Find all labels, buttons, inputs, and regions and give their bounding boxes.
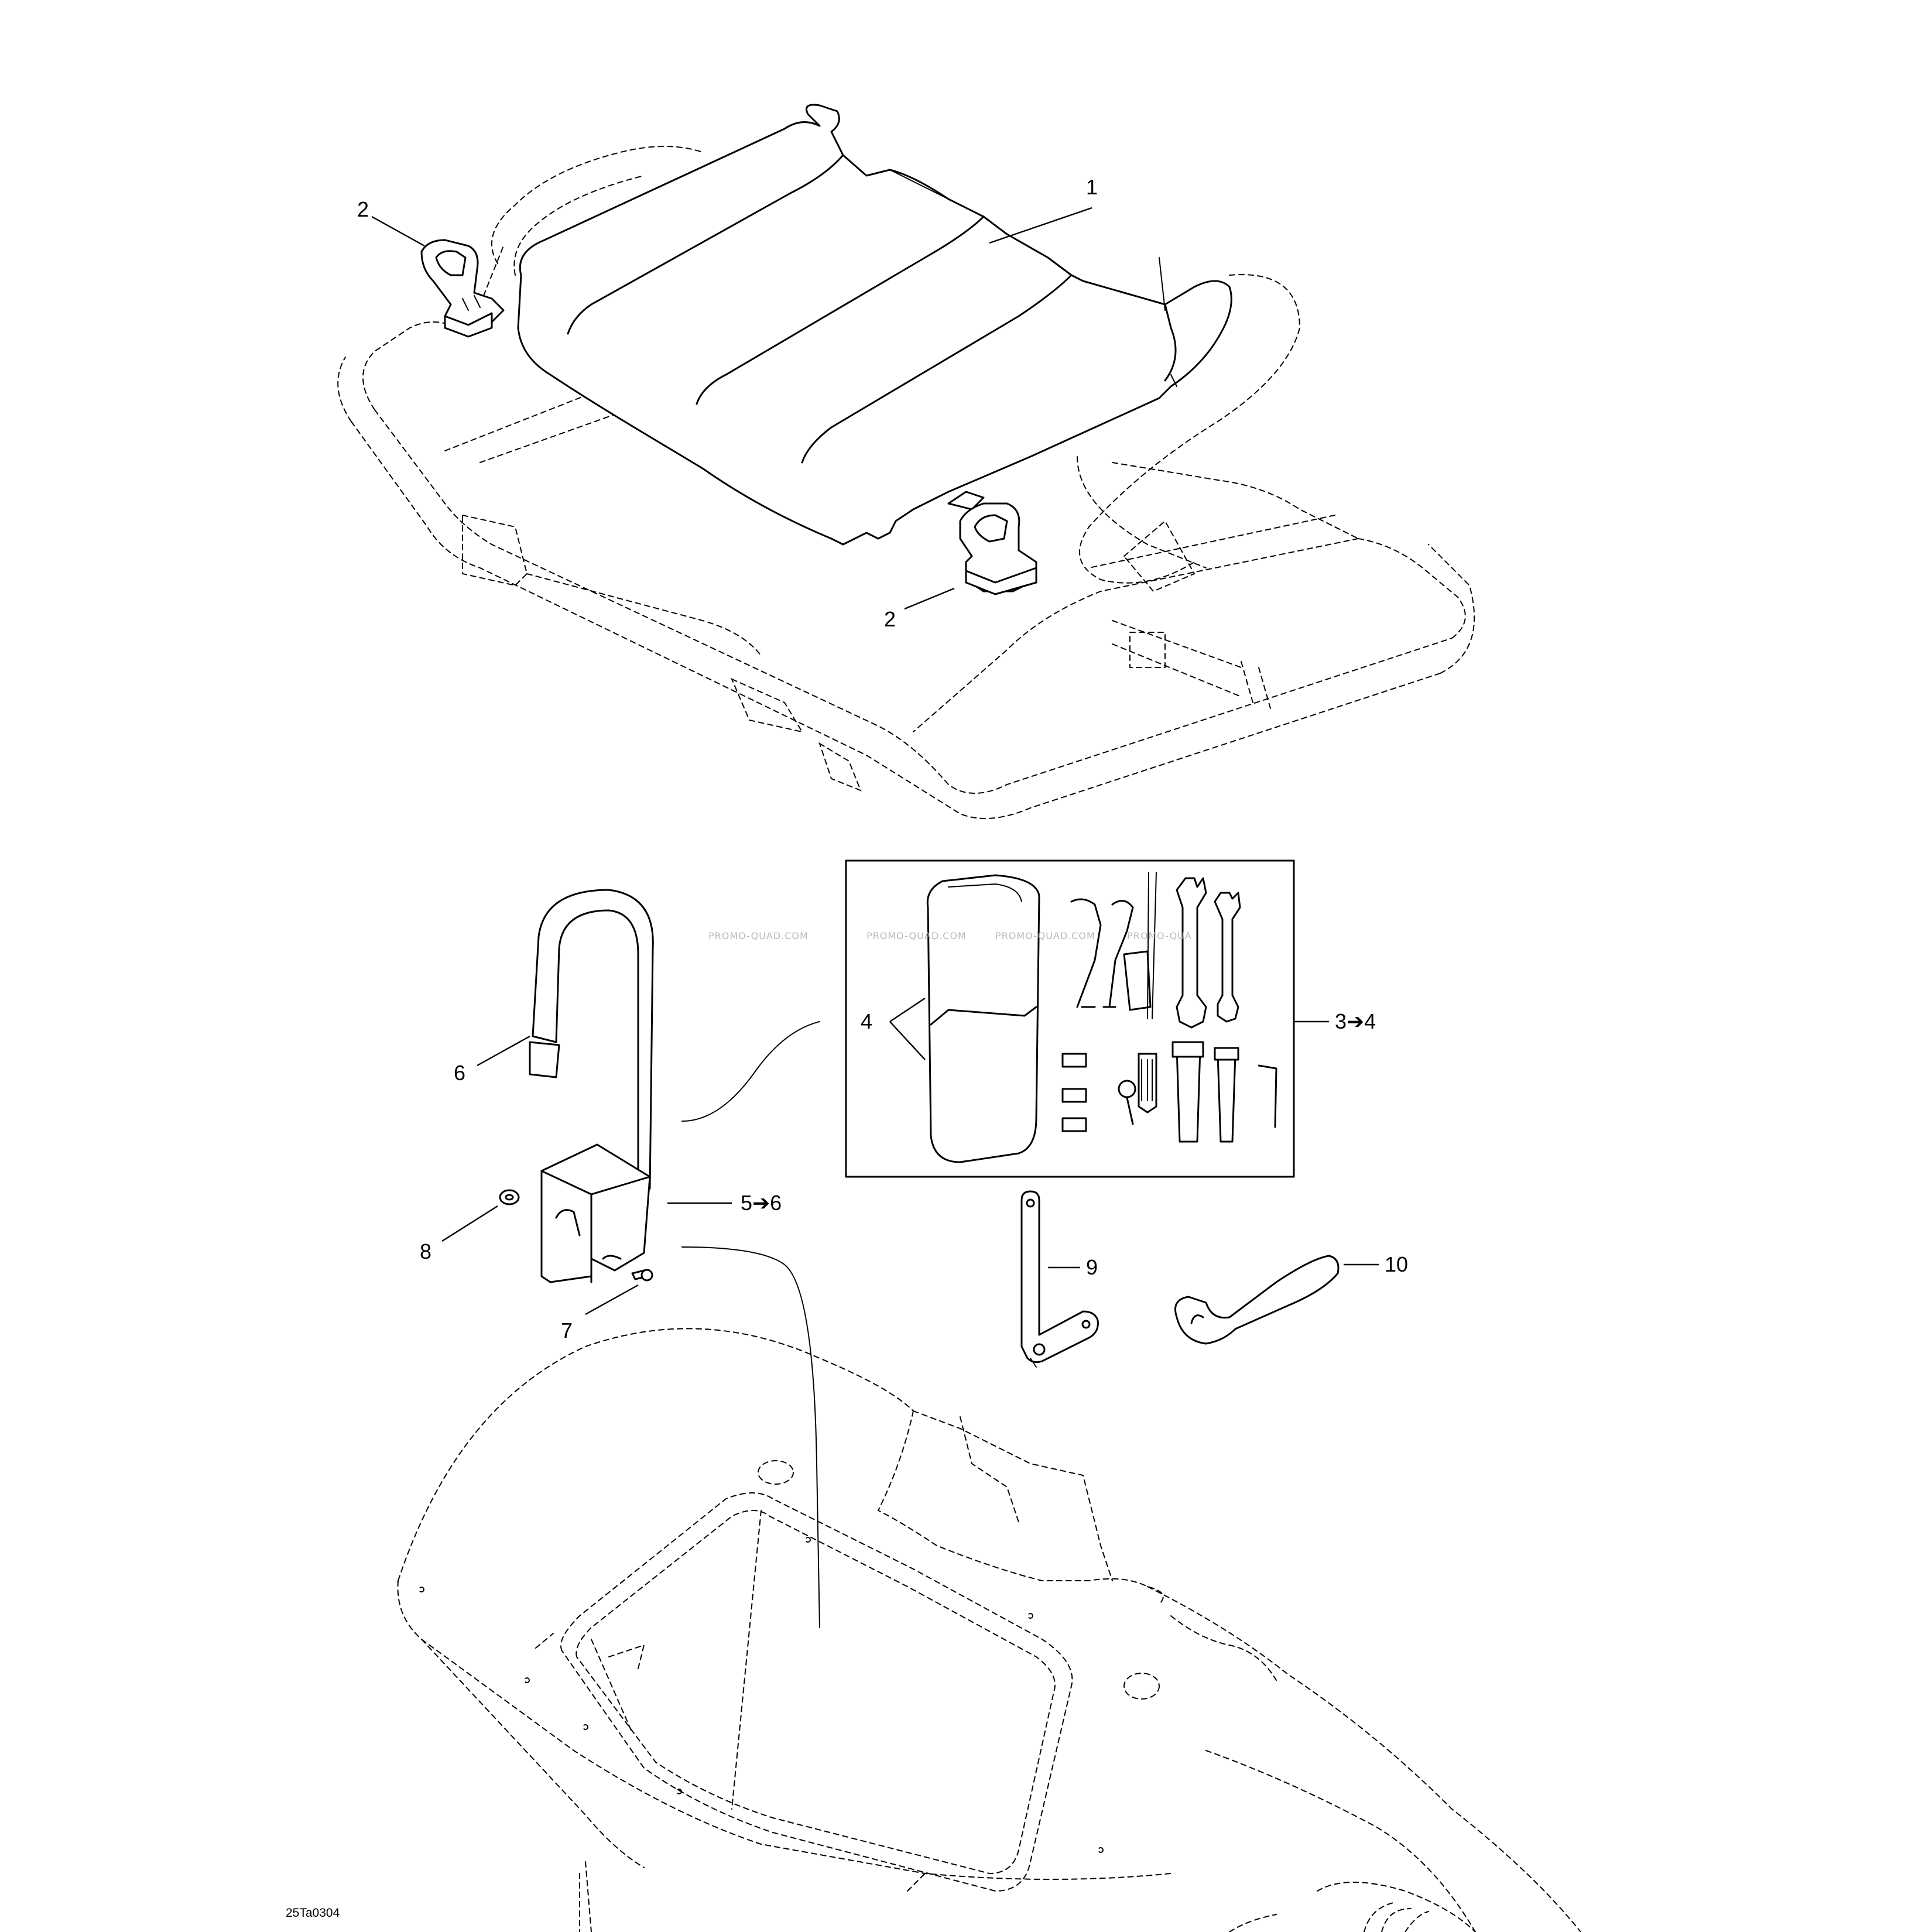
- callout-10: 10: [1385, 1252, 1408, 1276]
- callout-2-right: 2: [884, 607, 896, 631]
- clip-right: [959, 502, 1037, 595]
- watermark-text-4: PROMO-QUA: [1127, 930, 1192, 941]
- rack-frame: [337, 146, 1475, 819]
- washer: [499, 1189, 520, 1205]
- callout-6: 6: [454, 1061, 465, 1085]
- callout-5-6: 5➔6: [741, 1191, 782, 1215]
- callout-7: 7: [561, 1318, 573, 1342]
- holder: [540, 1143, 651, 1283]
- rack-cover: [517, 104, 1232, 546]
- connection-curve-kit: [681, 1021, 820, 1122]
- callout-4: 4: [861, 1009, 872, 1033]
- body-storage-compartment: [397, 1328, 1581, 1932]
- callout-2-left: 2: [357, 197, 369, 221]
- watermark-text-2: PROMO-QUAD.COM: [866, 930, 967, 941]
- clip-left: [420, 239, 505, 338]
- callout-3-4: 3➔4: [1335, 1009, 1376, 1033]
- callout-9: 9: [1086, 1255, 1098, 1279]
- tool-bar: [1020, 1190, 1099, 1368]
- callout-8: 8: [420, 1239, 431, 1263]
- spanner: [1174, 1255, 1340, 1345]
- watermark: PROMO-QUAD.COM PROMO-QUAD.COM PROMO-QUAD…: [708, 930, 1192, 941]
- watermark-text-1: PROMO-QUAD.COM: [708, 930, 809, 941]
- callout-1: 1: [1086, 175, 1098, 199]
- watermark-text-3: PROMO-QUAD.COM: [995, 930, 1095, 941]
- screw: [631, 1269, 653, 1282]
- drawing-code: 25Ta0304: [286, 1906, 340, 1920]
- connection-curve-holder: [681, 1246, 820, 1628]
- callouts: 1 2 2 3➔4 4 5➔6 6 7 8 9 10: [357, 175, 1408, 1342]
- strap: [529, 889, 654, 1195]
- tool-kit-box: [845, 859, 1295, 1178]
